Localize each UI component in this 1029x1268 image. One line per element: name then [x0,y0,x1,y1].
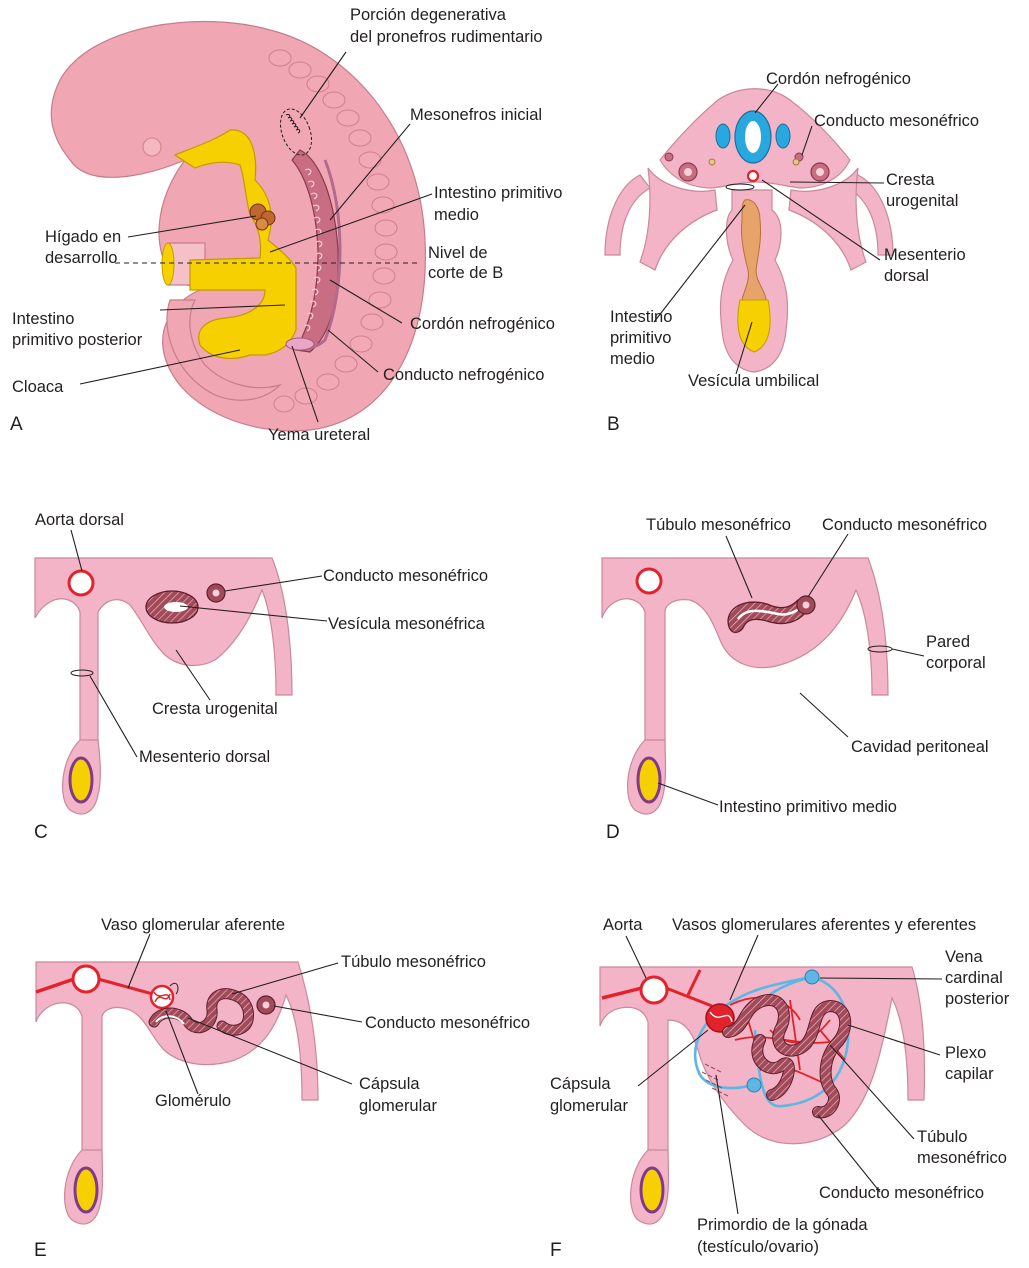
label-e-capsula: Cápsula glomerular [359,1075,437,1115]
dorsal-wall-e [36,962,318,1175]
panel-d: Túbulo mesonéfrico Conducto mesonéfrico … [602,516,989,843]
label-c-cresta: Cresta urogenital [152,700,278,718]
label-a-pronefros: Porción degenerativa del pronefros rudim… [350,6,543,46]
label-b-mesenterio: Mesenterio dorsal [884,246,970,285]
label-e-tubulo: Túbulo mesonéfrico [341,953,486,971]
aorta-c [69,571,93,595]
panel-a-letter: A [10,414,23,435]
label-d-tubulo: Túbulo mesonéfrico [646,516,791,534]
label-b-conducto: Conducto mesonéfrico [814,112,979,130]
panel-f-letter: F [550,1240,562,1261]
label-b-intestino: Intestino primitivo medio [610,308,677,368]
body-wall [605,175,650,255]
panel-e-letter: E [34,1240,47,1261]
label-f-tubulo: Túbulo mesonéfrico [917,1128,1007,1167]
label-d-cavidad: Cavidad peritoneal [851,738,989,756]
label-f-aorta: Aorta [603,916,643,934]
label-b-vesicula: Vesícula umbilical [688,372,819,390]
label-f-primordio: Primordio de la gónada (testículo/ovario… [697,1216,872,1256]
aorta-b [748,171,758,181]
panel-b-letter: B [607,414,620,435]
ureteric-bud [286,338,314,350]
panel-d-letter: D [606,822,620,843]
label-d-conducto: Conducto mesonéfrico [822,516,987,534]
embryo-body [51,22,425,431]
panel-c: Aorta dorsal Conducto mesonéfrico Vesícu… [34,511,488,843]
label-a-yema: Yema ureteral [268,426,370,444]
label-b-cresta: Cresta urogenital [886,171,958,210]
label-c-vesicula: Vesícula mesonéfrica [328,615,486,633]
label-a-higado: Hígado en desarrollo [45,228,126,267]
aorta-f [641,977,667,1003]
label-a-mesonefros-inicial: Mesonefros inicial [410,106,542,124]
label-b-cordon: Cordón nefrogénico [766,70,911,88]
aorta-e [73,966,99,992]
panel-a: Porción degenerativa del pronefros rudim… [10,6,567,444]
label-f-conducto: Conducto mesonéfrico [819,1184,984,1202]
panel-f: Aorta Vasos glomerulares aferentes y efe… [550,916,1010,1261]
panel-e: Vaso glomerular aferente Túbulo mesonéfr… [34,916,530,1261]
otic-placode [143,138,161,156]
label-a-conducto: Conducto nefrogénico [383,366,544,384]
aorta-d [637,569,661,593]
label-a-nivel-corte: Nivel de corte de B [428,244,503,282]
label-d-intestino: Intestino primitivo medio [719,798,897,816]
label-f-vena: Vena cardinal posterior [945,948,1010,1008]
label-c-mesenterio: Mesenterio dorsal [139,748,270,766]
label-a-intestino-posterior: Intestino primitivo posterior [12,310,143,349]
label-a-cloaca: Cloaca [12,378,64,396]
label-f-capsula: Cápsula glomerular [550,1075,628,1115]
label-c-aorta: Aorta dorsal [35,511,124,529]
label-d-pared: Pared corporal [926,633,986,672]
label-f-plexo: Plexo capilar [945,1044,994,1083]
label-e-conducto: Conducto mesonéfrico [365,1014,530,1032]
panel-c-letter: C [34,822,48,843]
label-e-vaso: Vaso glomerular aferente [101,916,285,934]
label-e-glomerulo: Glomérulo [155,1092,231,1110]
label-c-conducto: Conducto mesonéfrico [323,567,488,585]
label-f-vasos: Vasos glomerulares aferentes y eferentes [672,916,976,934]
label-a-cordon: Cordón nefrogénico [410,315,555,333]
panel-b: Cordón nefrogénico Conducto mesonéfrico … [605,70,979,435]
label-a-intestino-medio: Intestino primitivo medio [434,184,567,224]
